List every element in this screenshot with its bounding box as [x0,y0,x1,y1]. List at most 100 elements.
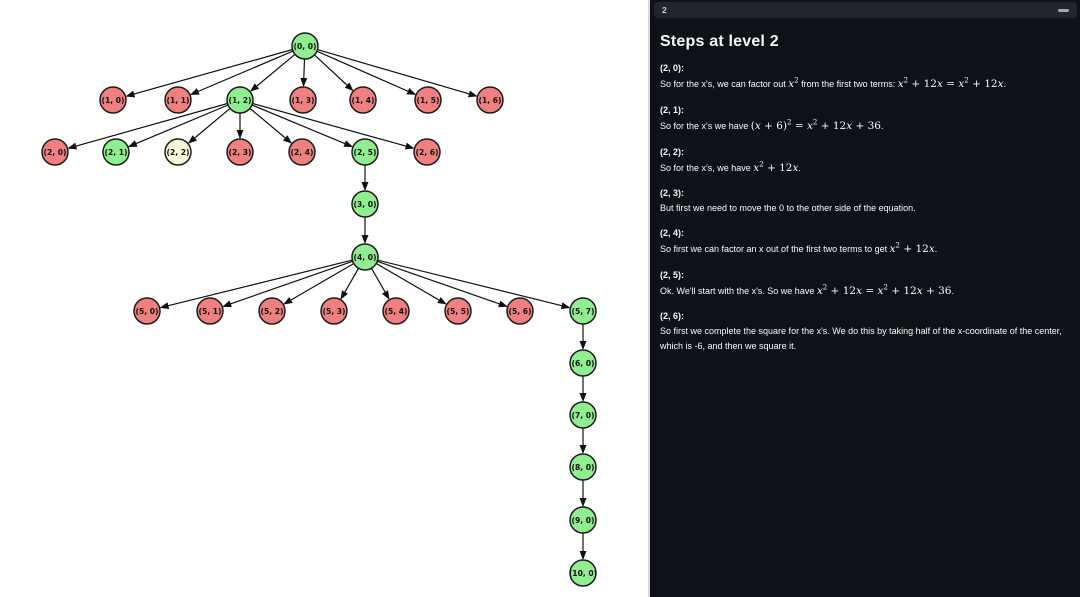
tree-node-label: (8, 0) [571,463,594,472]
tree-node-circle [569,401,597,429]
tree-node-circle [569,453,597,481]
tree-node: (8, 0) [569,453,597,481]
steps-list: (2, 0):So for the x's, we can factor out… [660,63,1068,353]
tree-node-circle [351,243,379,271]
tree-edge [340,268,360,300]
tree-node-circle [102,138,130,166]
tree-edge [125,48,293,98]
tree-edge [300,58,308,87]
tree-node-label: (1, 6) [478,96,501,105]
step-text: So for the x's we have (x + 6)2 = x2 + 1… [660,118,884,132]
tree-node: (5, 0) [133,297,161,325]
tree-node: (1, 6) [476,86,504,114]
step-label: (2, 3): [660,188,685,199]
tree-edge [127,104,229,148]
tree-node-label: (5, 4) [384,307,407,316]
tree-node: (1, 0) [99,86,127,114]
tree-node: (6, 0) [569,349,597,377]
tree-node-circle [164,86,192,114]
tree-node: (5, 3) [320,297,348,325]
step-text: So for the x's, we have x2 + 12x. [660,160,801,174]
tree-node-circle [320,297,348,325]
tree-edge [250,53,296,92]
tree-node-circle [349,86,377,114]
tree-edge [317,49,478,98]
tree-node-label: (2, 5) [353,148,376,157]
tree-node-label: (9, 0) [571,516,594,525]
tree-node-label: (0, 0) [293,42,316,51]
step-text: So first we can factor an x out of the f… [660,241,938,255]
tree-node: (5, 2) [258,297,286,325]
tree-edge [252,102,415,150]
tree-edge [159,259,353,310]
tree-node-label: (1, 3) [291,96,314,105]
tree-node: (2, 0) [41,138,69,166]
tree-node: (0, 0) [291,32,319,60]
tree-node-circle [414,86,442,114]
tree-node: (5, 6) [506,297,534,325]
tree-node-circle [506,297,534,325]
tree-canvas: (0, 0) (1, 0) (1, 1) (1, 2) (1, 3) (1, 4) (1, … [41,32,597,587]
steps-panel: 2 Steps at level 2 (2, 0):So for the x's… [648,0,1080,597]
tree-edge [189,50,294,96]
step-item: (2, 2):So for the x's, we have x2 + 12x. [660,147,1068,177]
step-item: (2, 5):Ok. We'll start with the x's. So … [660,270,1068,300]
tree-node: (1, 5) [414,86,442,114]
step-item: (2, 3): But first we need to move the 0 t… [660,188,1068,215]
tree-node: (5, 7) [569,297,597,325]
tree-panel: (0, 0) (1, 0) (1, 1) (1, 2) (1, 3) (1, 4) (1, … [41,32,598,587]
tree-node-circle [196,297,224,325]
tree-edge [314,54,354,92]
tree-node-label: (1, 4) [351,96,374,105]
step-text: But first we need to move the 0 to the o… [660,203,916,214]
tree-node: (2, 3) [226,138,254,166]
tree-node-label: (7, 0) [571,411,594,420]
tree-node-label: (10, 0) [569,569,597,578]
tree-node-label: (2, 1) [104,148,127,157]
tree-node-circle [569,559,597,587]
tree-node-circle [289,86,317,114]
minus-icon[interactable] [1058,8,1069,12]
panel-title: Steps at level 2 [660,33,779,50]
tree-node-circle [258,297,286,325]
tree-edge [316,50,417,95]
tree-node: (2, 1) [102,138,130,166]
tree-node-label: (5, 6) [508,307,531,316]
tree-node-label: (3, 0) [353,200,376,209]
tree-edge [251,104,354,148]
step-label: (2, 4): [660,227,685,238]
tree-node-label: (5, 5) [446,307,469,316]
tree-edge [370,268,390,300]
tree-node: (9, 0) [569,506,597,534]
tree-node: (5, 4) [382,297,410,325]
tree-node-label: (5, 7) [571,307,594,316]
tree-node-label: (5, 3) [322,307,345,316]
tree-node-circle [444,297,472,325]
tree-node: (2, 4) [288,138,316,166]
tree-node-label: (4, 0) [353,253,376,262]
tree-node: (1, 4) [349,86,377,114]
tree-node: (10, 0) [569,559,597,587]
tree-node-circle [476,86,504,114]
tree-node-circle [41,138,69,166]
tree-edge [377,259,571,310]
step-label: (2, 5): [660,269,685,280]
tree-node-label: (2, 3) [228,148,251,157]
tree-node-circle [413,138,441,166]
step-text: So first we complete the square for the … [660,326,1062,351]
step-label: (2, 6): [660,311,685,322]
step-label: (2, 1): [660,104,685,115]
tree-node-label: (2, 6) [415,148,438,157]
expander-header[interactable]: 2 [654,2,1077,18]
tree-node: (2, 6) [413,138,441,166]
tree-edge [375,262,447,305]
tree-node-label: (2, 4) [290,148,313,157]
tree-node-circle [569,349,597,377]
tree-node-circle [351,190,379,218]
tree-node-circle [288,138,316,166]
tree-node-circle [382,297,410,325]
tree-node: (1, 1) [164,86,192,114]
tree-edge [222,260,353,308]
tree-node: (1, 2) [226,86,254,114]
step-item: (2, 4): So first we can factor an x out o… [660,228,1068,258]
